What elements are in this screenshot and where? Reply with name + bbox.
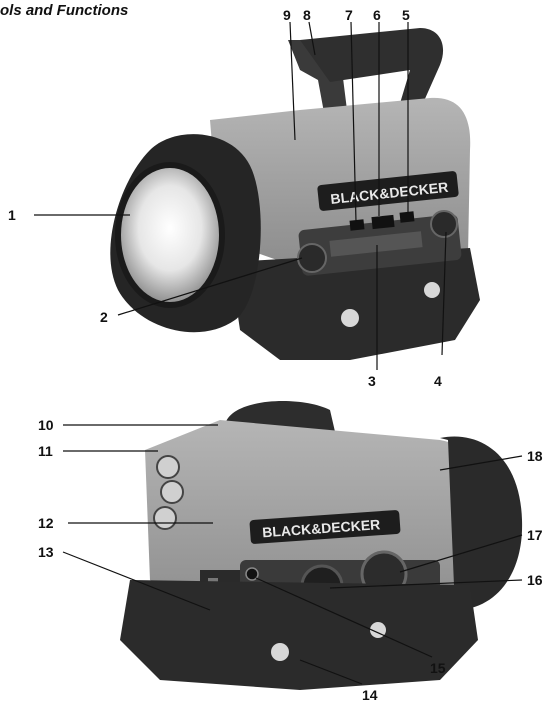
led-light [156, 455, 180, 479]
callout-numbers: 1 2 3 4 5 6 7 8 9 10 11 12 13 14 15 16 1… [8, 7, 543, 703]
callout-8: 8 [303, 7, 311, 23]
leader-line-15 [255, 577, 433, 658]
led-light [153, 506, 177, 530]
tuning-scale [329, 231, 423, 257]
base-screw [424, 282, 440, 298]
base-screw [271, 643, 289, 661]
callout-2: 2 [100, 309, 108, 325]
volume-knob[interactable] [297, 243, 327, 273]
callout-14: 14 [362, 687, 378, 703]
leader-line-9 [289, 21, 296, 141]
leader-line-16 [329, 579, 523, 589]
tuning-knob[interactable] [430, 210, 458, 238]
leader-line-14 [299, 659, 363, 685]
callout-15: 15 [430, 660, 446, 676]
leader-line-18 [439, 455, 523, 471]
leader-lines [34, 21, 523, 685]
leader-line-17 [399, 534, 523, 573]
leader-line-8 [308, 21, 316, 56]
leader-line-7 [350, 21, 357, 223]
rubber-base [230, 248, 480, 360]
leader-line-2 [117, 257, 303, 316]
leader-line-13 [62, 551, 211, 611]
callout-4: 4 [434, 373, 442, 389]
callout-17: 17 [527, 527, 543, 543]
lens-ring [115, 162, 225, 308]
callout-12: 12 [38, 515, 54, 531]
callout-5: 5 [402, 7, 410, 23]
callout-6: 6 [373, 7, 381, 23]
callout-13: 13 [38, 544, 54, 560]
callout-1: 1 [8, 207, 16, 223]
tuning-window [371, 214, 395, 230]
page-title: ols and Functions [0, 2, 129, 19]
lamp-bezel [440, 436, 523, 610]
band-switch[interactable] [349, 219, 365, 231]
callout-3: 3 [368, 373, 376, 389]
base-screw [341, 309, 359, 327]
device-rear-view: BLACK&DECKER [120, 401, 523, 690]
led-light [160, 480, 184, 504]
callout-11: 11 [38, 443, 53, 459]
device-front-view: BLACK&DECKER [110, 28, 480, 360]
jack-port[interactable] [245, 567, 259, 581]
callout-18: 18 [527, 448, 543, 464]
callout-16: 16 [527, 572, 543, 588]
rubber-base [120, 580, 478, 690]
radio-switch[interactable] [399, 211, 415, 223]
callout-7: 7 [345, 7, 353, 23]
brand-plate [317, 171, 459, 211]
callout-9: 9 [283, 7, 291, 23]
leader-line-4 [441, 231, 447, 356]
handle-grip [300, 28, 444, 110]
spotlight-lens [118, 165, 222, 305]
brand-plate [249, 510, 401, 544]
callout-10: 10 [38, 417, 54, 433]
